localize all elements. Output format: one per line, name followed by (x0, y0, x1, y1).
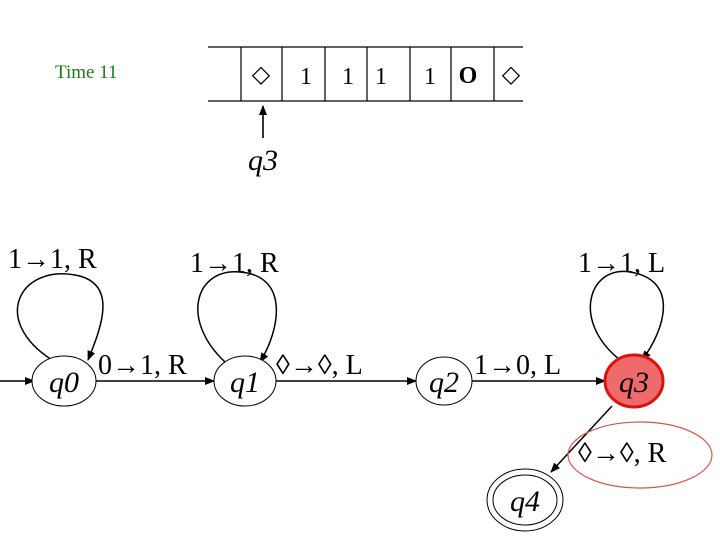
state-circle (415, 356, 473, 406)
transition-highlight (567, 421, 713, 489)
transition-label-q0-q1: 0→1, R (98, 350, 187, 381)
tape-head-state: q3 (248, 144, 278, 177)
state-q2: q2 (415, 356, 473, 406)
state-label: q3 (619, 366, 649, 399)
transition-label-loop-q3: 1→1, L (578, 248, 665, 279)
tape-cell-symbol: O (459, 63, 478, 89)
transition-loop-q1 (197, 271, 277, 363)
tape-cell-symbol: ◇ (502, 62, 521, 88)
state-circle-current (603, 353, 665, 409)
time-label: Time 11 (55, 62, 118, 83)
state-label: q1 (230, 366, 260, 399)
transition-loop-q3 (589, 270, 665, 361)
transition-label-q1-q2: ◊→◊, L (276, 350, 363, 381)
state-q3: q3 (603, 353, 665, 409)
state-label: q2 (429, 366, 459, 399)
state-q1: q1 (213, 355, 277, 407)
transition-label-q2-q3: 1→0, L (474, 350, 561, 381)
state-q0: q0 (31, 355, 97, 407)
tape-cell-symbol: ◇ (252, 62, 271, 88)
state-q4: q4 (486, 468, 564, 532)
transition-q3-q4 (550, 405, 613, 473)
state-circle (213, 355, 277, 407)
tape-cell-symbol: 1 (300, 64, 312, 90)
state-circle-inner (492, 474, 558, 526)
tape: ◇ 1 1 1 1 O ◇ (208, 46, 523, 102)
transition-loop-q0 (16, 273, 104, 361)
tape-cell-symbol: 1 (375, 64, 387, 90)
tape-cell-symbol: 1 (342, 64, 354, 90)
transition-label-loop-q1: 1→1, R (190, 248, 279, 279)
state-label: q4 (510, 485, 540, 518)
transition-label-q3-q4: ◊→◊, R (578, 438, 667, 469)
transition-label-loop-q0: 1→1, R (8, 244, 97, 275)
state-label: q0 (49, 366, 79, 399)
state-circle (31, 355, 97, 407)
tape-cell-symbol: 1 (424, 64, 436, 90)
tape-head: q3 (248, 105, 278, 177)
